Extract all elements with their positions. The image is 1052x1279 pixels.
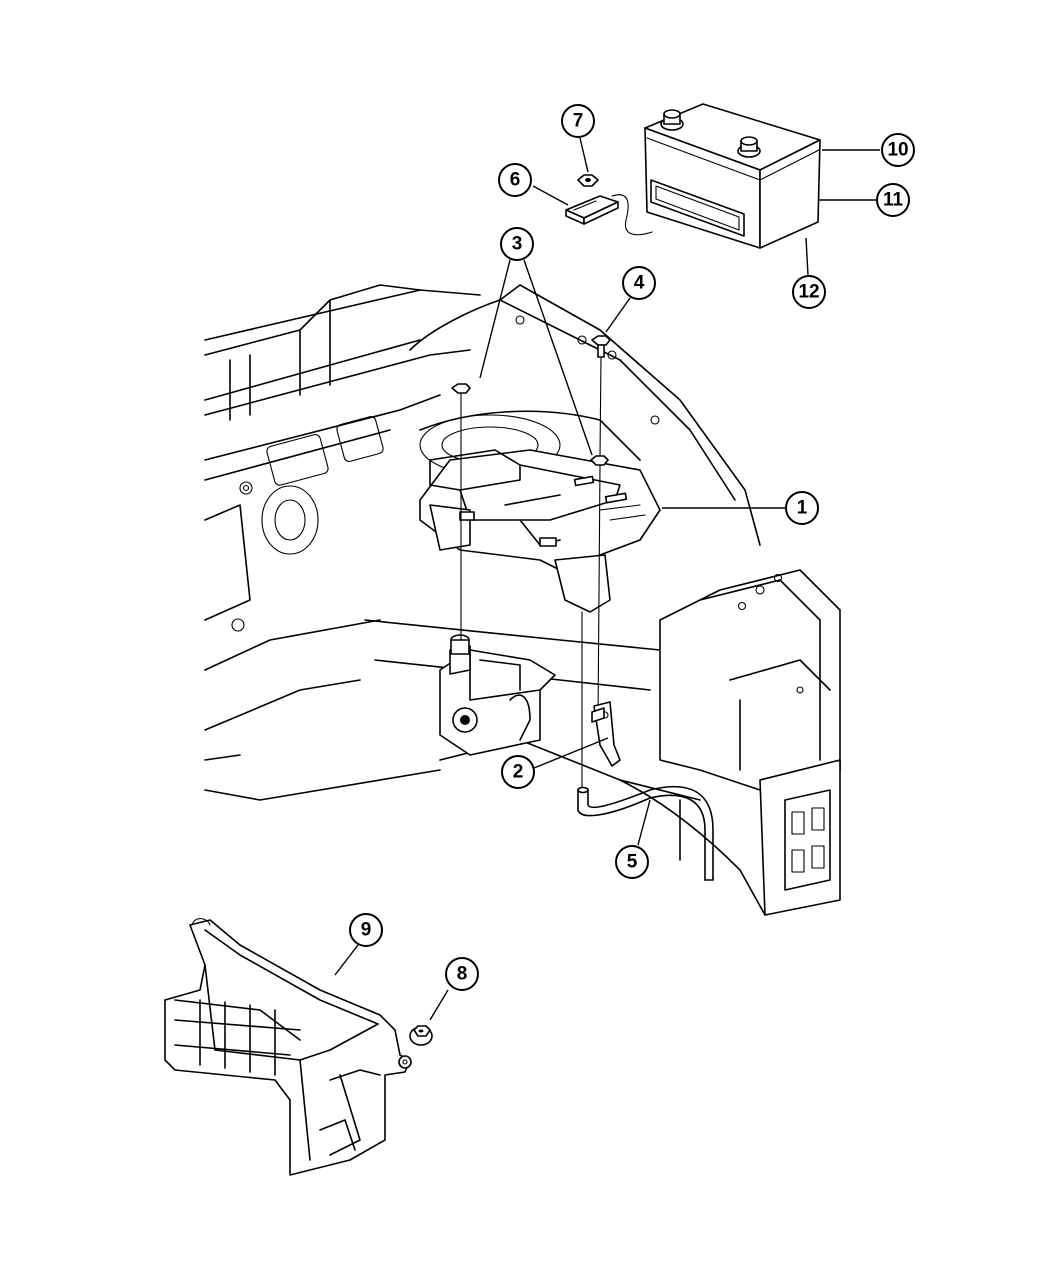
callout-label: 1	[797, 498, 808, 519]
callout-2: 2	[501, 755, 535, 789]
callout-7: 7	[561, 104, 595, 138]
callout-label: 6	[510, 170, 521, 191]
callout-label: 10	[887, 140, 908, 161]
splash-shield	[164, 918, 412, 1176]
callout-label: 5	[627, 852, 638, 873]
callout-11: 11	[876, 183, 910, 217]
callout-3: 3	[500, 227, 534, 261]
hold-down-nut	[577, 174, 599, 187]
callout-4: 4	[622, 266, 656, 300]
callout-6: 6	[498, 163, 532, 197]
vehicle-structure	[204, 284, 841, 916]
leader-lines	[334, 137, 880, 1021]
push-nut	[409, 1025, 433, 1046]
battery-tray	[419, 449, 661, 613]
drain-tube	[577, 785, 714, 881]
tray-bolts	[451, 335, 611, 791]
callout-5: 5	[615, 845, 649, 879]
callout-label: 2	[513, 762, 524, 783]
callout-label: 8	[457, 964, 468, 985]
battery	[611, 103, 821, 249]
engine-mount	[439, 634, 556, 756]
callout-label: 9	[361, 920, 372, 941]
callout-label: 4	[634, 273, 645, 294]
callout-8: 8	[445, 957, 479, 991]
callout-10: 10	[881, 133, 915, 167]
hold-down-clamp	[565, 195, 619, 225]
callout-12: 12	[792, 275, 826, 309]
support-bracket	[591, 701, 621, 767]
callout-9: 9	[349, 913, 383, 947]
callout-label: 7	[573, 111, 584, 132]
callout-1: 1	[785, 491, 819, 525]
callout-label: 12	[798, 282, 819, 303]
callout-label: 3	[512, 234, 523, 255]
callout-label: 11	[883, 190, 904, 211]
